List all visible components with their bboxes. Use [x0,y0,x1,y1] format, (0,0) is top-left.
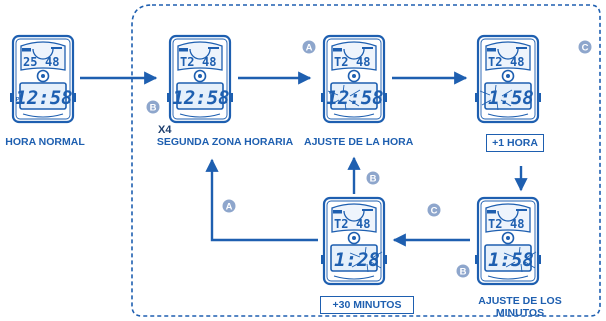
label-plus-thirty-minutes: +30 MINUTOS [320,296,414,314]
button-b-badge [146,100,160,114]
button-a-badge [222,199,236,213]
watch-top-left-readout: T2 [488,55,502,69]
watch-plus-thirty-minutes: T2 48 1:28 [319,196,389,286]
button-c-badge [578,40,592,54]
label-plus-one-hour: +1 HORA [486,134,544,152]
label-adjust-hour: AJUSTE DE LA HORA [304,136,414,148]
watch-second-zone: T2 48 12:58 [165,34,235,124]
watch-top-right-readout: 48 [45,55,59,69]
button-a-badge [302,40,316,54]
button-b-badge [366,171,380,185]
label-second-zone: SEGUNDA ZONA HORARIA [156,136,294,148]
button-c-badge [427,203,441,217]
watch-main-readout: 12:58 [172,87,229,109]
arrow-back-to-second-zone [205,158,318,242]
watch-top-left-readout: T2 [180,55,194,69]
watch-main-readout: 1:58 [488,249,534,271]
watch-main-readout: 1:28 [334,249,380,271]
watch-top-right-readout: 48 [356,55,370,69]
watch-top-left-readout: 25 [23,55,37,69]
watch-top-right-readout: 48 [356,217,370,231]
watch-adjust-hour: T2 48 12:58 [319,34,389,124]
button-b-badge [456,264,470,278]
watch-main-readout: 12:58 [326,87,383,109]
watch-adjust-minutes: T2 48 1:58 [473,196,543,286]
label-adjust-minutes-line1: AJUSTE DE LOS [478,295,562,307]
watch-top-left-readout: T2 [334,217,348,231]
watch-top-left-readout: T2 [488,217,502,231]
pm-indicator: P [16,97,20,103]
label-normal-time: HORA NORMAL [5,136,85,148]
watch-top-right-readout: 48 [510,55,524,69]
watch-main-readout: 1:58 [488,87,534,109]
watch-main-readout: 12:58 [15,87,72,109]
watch-top-left-readout: T2 [334,55,348,69]
watch-top-right-readout: 48 [510,217,524,231]
press-count-label: X4 [158,124,172,136]
label-adjust-minutes-line2: MINUTOS [495,307,545,319]
watch-plus-one-hour: T2 48 1:58 [473,34,543,124]
dashed-frame [131,4,601,317]
watch-top-right-readout: 48 [202,55,216,69]
watch-normal-time: 25 48 12:58 P [8,34,78,124]
